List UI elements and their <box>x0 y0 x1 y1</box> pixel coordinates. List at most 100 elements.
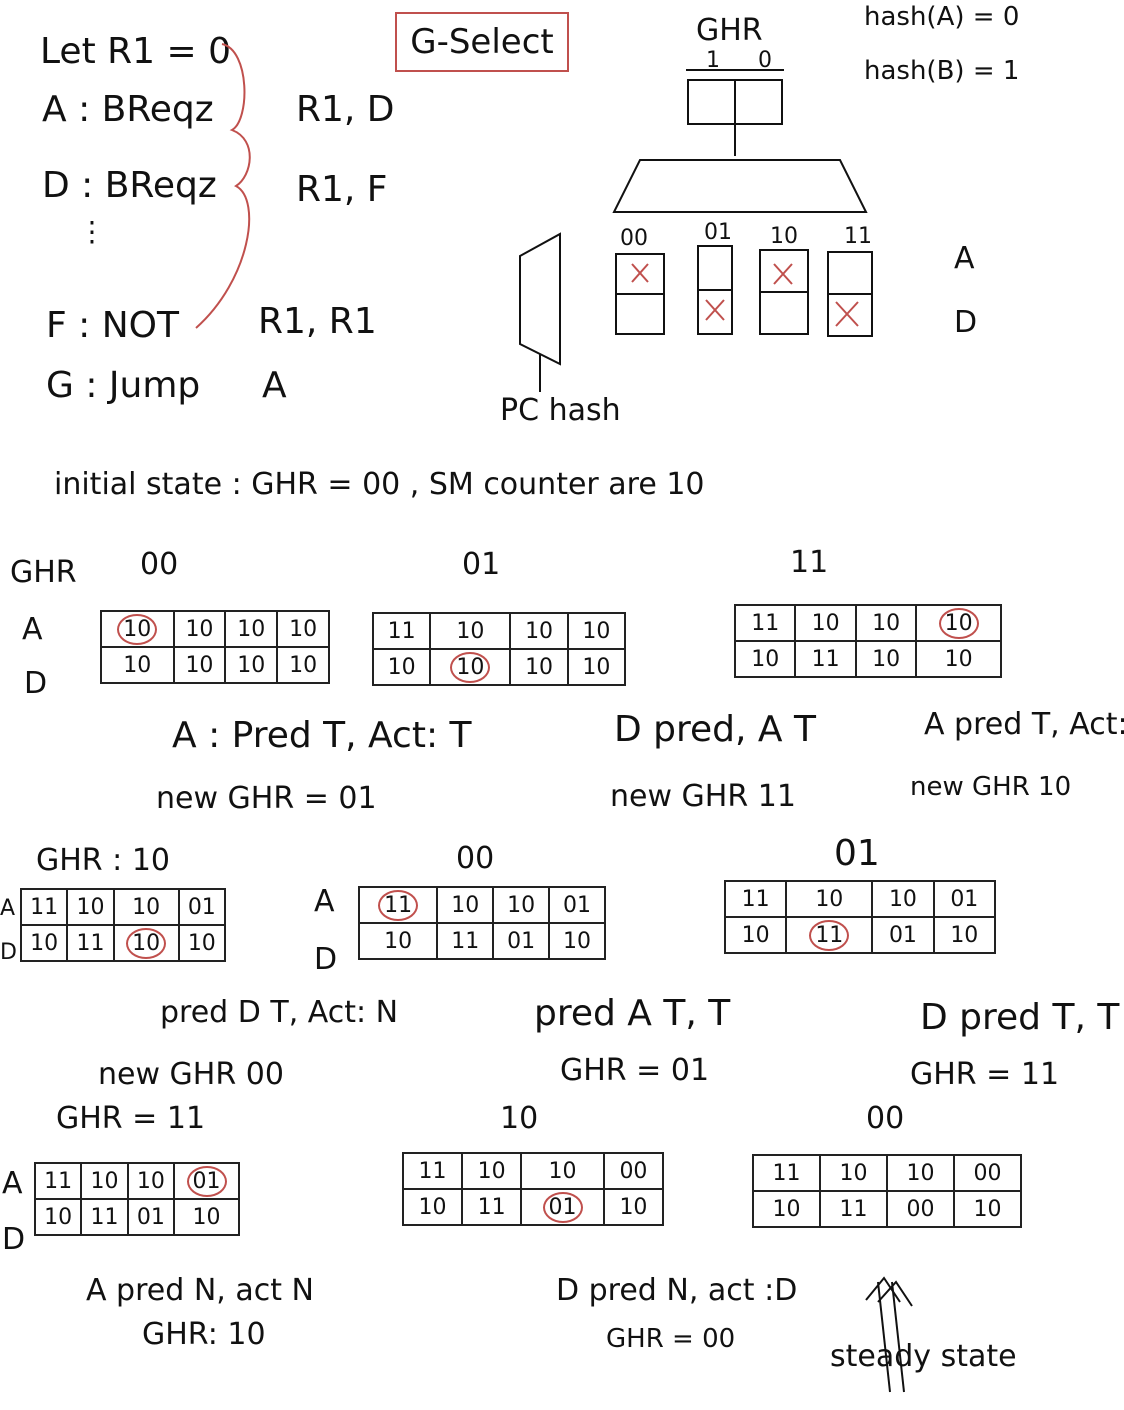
table-0-header: 00 <box>140 547 179 582</box>
table-5-cell: 10 <box>871 880 935 918</box>
pht-col-label-01: 01 <box>704 220 732 245</box>
table-8-cell: 10 <box>752 1190 821 1228</box>
table-8-cell: 11 <box>819 1190 888 1228</box>
table-4-cell: 10 <box>492 886 551 924</box>
table-0-cell: 10 <box>224 610 279 648</box>
table-3-header: GHR : 10 <box>36 843 171 878</box>
table-8-cell: 10 <box>819 1154 888 1192</box>
table-3-ghr: new GHR 00 <box>98 1057 284 1092</box>
table-2-header: 11 <box>790 545 829 580</box>
table-7-ghr: GHR = 00 <box>606 1324 736 1354</box>
initial-state-text: initial state : GHR = 00 , SM counter ar… <box>54 467 705 502</box>
table-7-cell: 00 <box>602 1152 665 1190</box>
table-3-cell: 01 <box>177 888 227 926</box>
table-3-cell: 10 <box>19 924 69 962</box>
table-3-cell: 10 <box>112 888 180 926</box>
program-line-3: F : NOT <box>46 305 179 346</box>
table-0-cell: 10 <box>172 610 227 648</box>
ghr-prefix-label: GHR <box>10 555 77 590</box>
table-2-cell: 11 <box>733 604 797 642</box>
table-4-cell: 11 <box>357 886 439 924</box>
table-3-cell: 10 <box>112 924 180 962</box>
table-5-cell: 11 <box>723 880 788 918</box>
table-7-cell: 10 <box>401 1188 464 1226</box>
program-operands-1: R1, D <box>296 89 395 130</box>
table-0-ghr: new GHR = 01 <box>156 781 377 816</box>
program-operands-3: R1, R1 <box>258 301 377 342</box>
table-2-cell: 10 <box>733 640 797 678</box>
table-8-header: 00 <box>866 1101 905 1136</box>
title-box: G-Select <box>395 12 569 72</box>
table-6-row-label-d: D <box>2 1222 26 1257</box>
program-line-1: A : BReqz <box>42 89 214 130</box>
decoder-trapezoid <box>612 159 868 213</box>
table-6-cell: 01 <box>126 1198 176 1236</box>
table-3-cell: 10 <box>177 924 227 962</box>
table-7-header: 10 <box>500 1101 539 1136</box>
table-8-cell: 10 <box>953 1190 1022 1228</box>
table-6-cell: 01 <box>173 1162 240 1200</box>
table-0-cell: 10 <box>100 646 175 684</box>
table-4-cell: 01 <box>492 922 551 960</box>
table-6-row-label-a: A <box>2 1166 23 1201</box>
table-0-cell: 10 <box>100 610 175 648</box>
table-4-row-label-a: A <box>314 884 335 919</box>
pht-col-label-00: 00 <box>620 226 648 251</box>
table-7-caption: D pred N, act :D <box>556 1273 798 1308</box>
table-6-cell: 10 <box>173 1198 240 1236</box>
table-0-cell: 10 <box>172 646 227 684</box>
table-8-cell: 00 <box>953 1154 1022 1192</box>
table-2-cell: 10 <box>854 640 918 678</box>
table-5-cell: 10 <box>932 916 997 954</box>
table-6-cell: 11 <box>33 1162 83 1200</box>
table-5-cell: 10 <box>723 916 788 954</box>
table-1-cell: 10 <box>429 648 512 686</box>
hash-b-text: hash(B) = 1 <box>864 56 1020 86</box>
table-4-cell: 10 <box>548 922 606 960</box>
program-ellipsis: ⋮ <box>78 215 106 248</box>
table-1-caption: D pred, A T <box>614 709 816 750</box>
table-1-cell: 10 <box>566 648 627 686</box>
table-5-cell: 11 <box>785 916 874 954</box>
table-5-header: 01 <box>834 833 880 874</box>
table-3-cell: 11 <box>66 924 115 962</box>
table-4-cell: 01 <box>548 886 606 924</box>
table-7-cell: 10 <box>461 1152 523 1190</box>
table-7-cell: 10 <box>520 1152 605 1190</box>
table-7-cell: 01 <box>520 1188 605 1226</box>
table-2-cell: 11 <box>794 640 857 678</box>
ghr-label: GHR <box>696 13 763 48</box>
ghr-bit-1: 0 <box>758 48 772 73</box>
table-8-cell: 10 <box>886 1154 955 1192</box>
table-2-cell: 10 <box>915 640 1002 678</box>
steady-state-label: steady state <box>830 1339 1017 1374</box>
table-5-caption: D pred T, T <box>920 997 1120 1038</box>
table-4-header: 00 <box>456 841 495 876</box>
table-2-caption: A pred T, Act: N <box>924 707 1124 742</box>
table-6-cell: 11 <box>80 1198 129 1236</box>
table-8-cell: 00 <box>886 1190 955 1228</box>
table-1-ghr: new GHR 11 <box>610 779 796 814</box>
table-7-cell: 11 <box>461 1188 523 1226</box>
table-3-cell: 10 <box>66 888 115 926</box>
program-line-2: D : BReqz <box>42 165 217 206</box>
table-1-cell: 10 <box>566 612 627 650</box>
table-6-cell: 10 <box>33 1198 83 1236</box>
program-operands-2: R1, F <box>296 169 388 210</box>
table-0-cell: 10 <box>224 646 279 684</box>
pht-col-label-10: 10 <box>770 224 798 249</box>
pht-row-label-d: D <box>954 305 978 340</box>
pht-row-label-a: A <box>954 241 975 276</box>
table-7-cell: 11 <box>401 1152 464 1190</box>
hash-a-text: hash(A) = 0 <box>864 2 1020 32</box>
ghr-bit-0: 1 <box>706 48 720 73</box>
